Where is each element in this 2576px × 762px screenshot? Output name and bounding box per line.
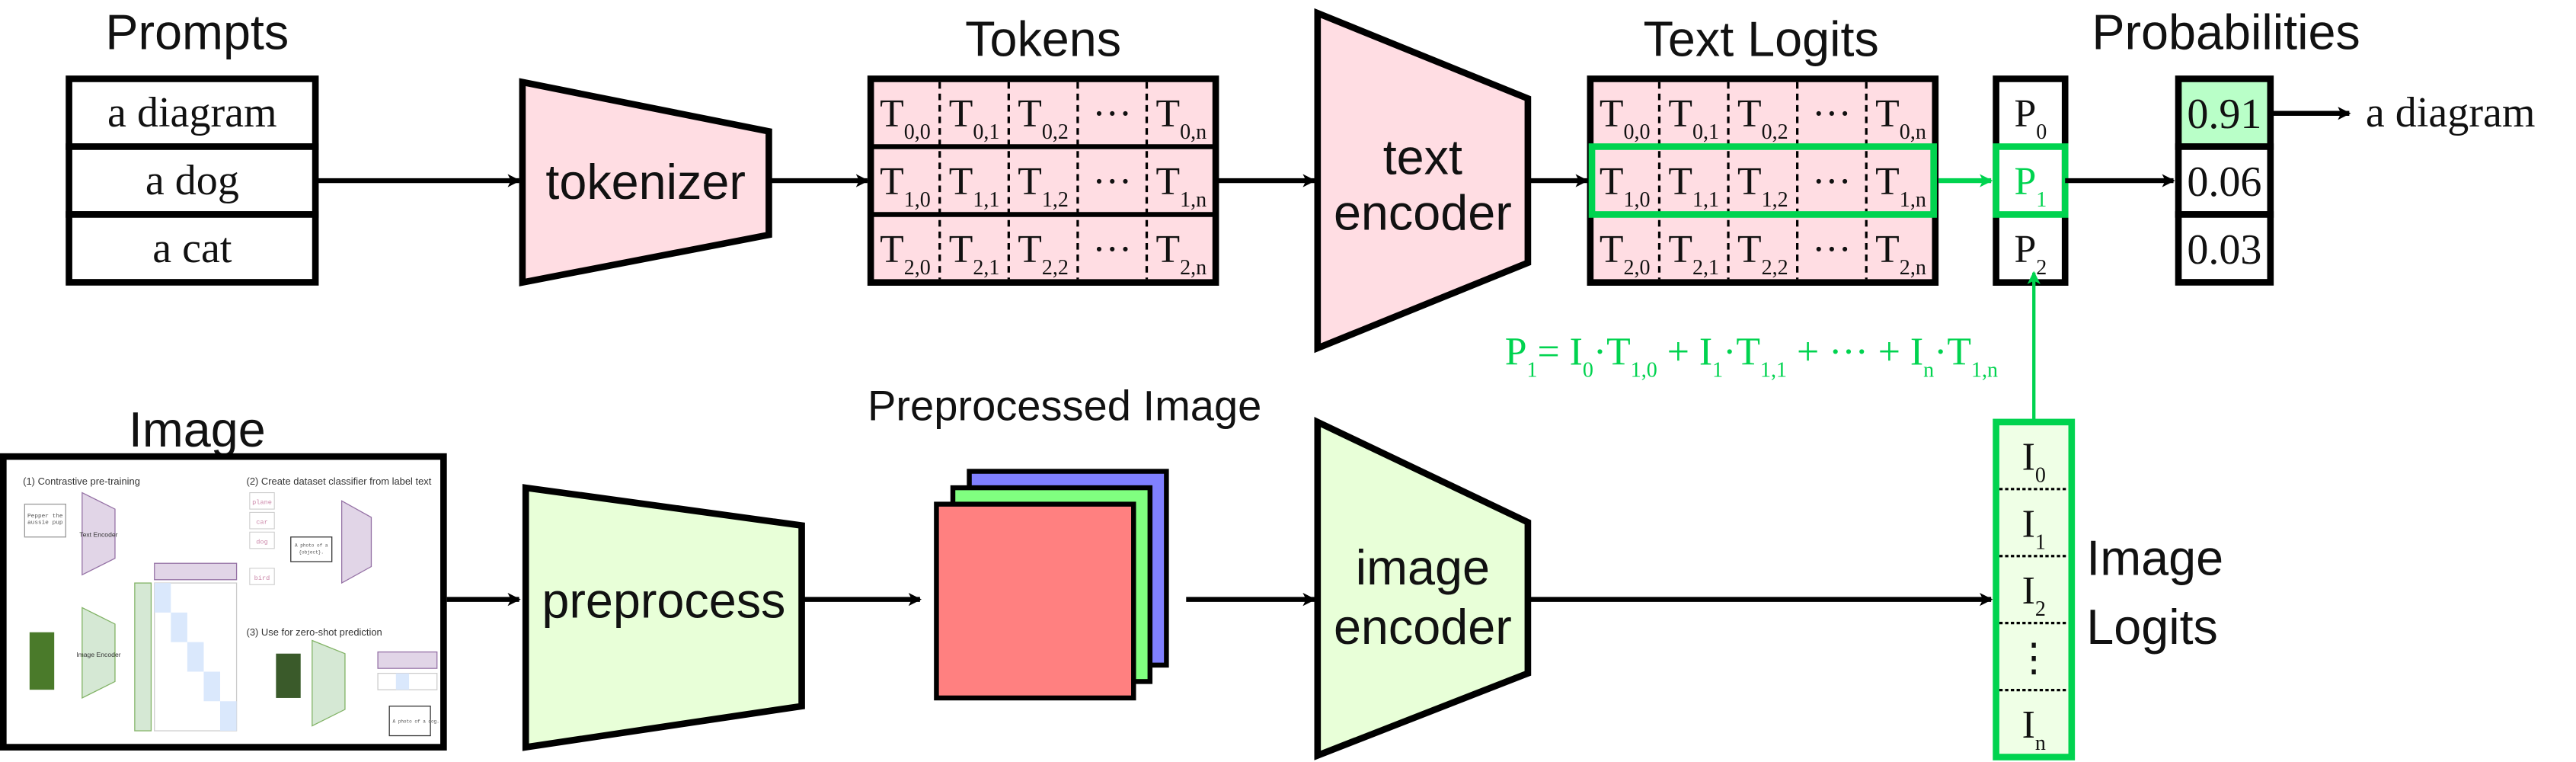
token-cell: T2,0 <box>880 228 931 279</box>
token-cell: T1,0 <box>880 160 931 211</box>
image-logit-cell: In <box>2022 703 2046 754</box>
token-cell: T1,1 <box>1668 160 1719 211</box>
preprocess-label: preprocess <box>542 572 785 628</box>
token-cell: T0,n <box>1875 92 1926 143</box>
token-cell: ··· <box>1092 228 1132 271</box>
image-logit-cell: I1 <box>2022 502 2046 553</box>
token-cell: T2,2 <box>1018 228 1069 279</box>
text-logits-title: Text Logits <box>1644 11 1879 66</box>
embedded-step3: (3) Use for zero-shot prediction <box>247 626 382 638</box>
text-logits-grid: T0,0 T0,1 T0,2 ··· T0,nT1,0 T1,1 T1,2 ··· T1,nT2… <box>1587 75 1939 286</box>
embedded-caption-box: Pepper the aussie pup <box>27 513 63 527</box>
token-cell: T0,2 <box>1018 92 1069 143</box>
probability-cell <box>2175 143 2274 218</box>
token-cell: T2,n <box>1155 228 1207 279</box>
probability-cell <box>2175 211 2274 286</box>
text-encoder-label-line1: text <box>1383 129 1462 184</box>
token-cell: T1,2 <box>1737 160 1788 211</box>
p-cell: P0 <box>2015 92 2047 143</box>
image-title: Image <box>129 402 266 457</box>
token-cell: T2,n <box>1875 228 1926 279</box>
image-encoder-label-line1: image <box>1356 539 1490 595</box>
image-logit-cell: ⋮ <box>2014 636 2053 680</box>
prompt-text: a dog <box>145 157 239 204</box>
embedded-template: A photo of a {object}. <box>294 543 328 555</box>
text-encoder-block <box>1314 8 1532 354</box>
embedded-step1: (1) Contrastive pre-training <box>23 475 140 487</box>
token-cell: T0,1 <box>1668 92 1719 143</box>
preprocessed-image-title: Preprocessed Image <box>868 382 1261 430</box>
red-channel <box>934 501 1136 701</box>
token-cell: T2,2 <box>1737 228 1788 279</box>
prompts-list: a diagram a dog a cat <box>66 75 319 286</box>
embedded-label: car <box>256 519 268 527</box>
embedded-result: A photo of a dog. <box>392 719 439 724</box>
probabilities-column: 0.91 0.06 0.03 <box>2175 75 2274 286</box>
tokenizer-block <box>519 78 772 287</box>
embedded-label: bird <box>254 575 270 582</box>
token-cell: T2,1 <box>949 228 1000 279</box>
token-cell: T0,1 <box>949 92 1000 143</box>
image-encoder-label-line2: encoder <box>1334 599 1512 655</box>
token-cell: T2,1 <box>1668 228 1719 279</box>
token-cell: ··· <box>1812 92 1852 136</box>
image-encoder-block <box>1314 417 1532 760</box>
token-cell: T2,0 <box>1600 228 1651 279</box>
embedded-caption: Pepper the aussie pup <box>27 513 63 527</box>
token-cell: T0,0 <box>1600 92 1651 143</box>
tokens-title: Tokens <box>965 11 1121 66</box>
highlighted-row <box>1588 143 1937 218</box>
p-cell: P1 <box>2015 160 2047 211</box>
token-cell: T0,n <box>1155 92 1207 143</box>
token-cell: ··· <box>1092 92 1132 136</box>
prompt-cell <box>66 211 319 286</box>
embedded-step2: (2) Create dataset classifier from label… <box>247 475 432 487</box>
preprocess-block <box>522 484 805 751</box>
token-cell: T1,0 <box>1600 160 1651 211</box>
token-cell: ··· <box>1092 160 1132 203</box>
probability-value: 0.06 <box>2187 158 2261 206</box>
embedded-text-encoder: Text Encoder <box>79 531 117 539</box>
probabilities-title: Probabilities <box>2092 5 2360 60</box>
input-image: (1) Contrastive pre-training (2) Create … <box>0 453 447 751</box>
embedded-label: dog <box>256 538 268 546</box>
embedded-label: plane <box>252 499 272 507</box>
image-logits-title-line1: Image <box>2086 530 2223 585</box>
token-cell: T0,0 <box>880 92 931 143</box>
token-cell: T1,2 <box>1018 160 1069 211</box>
token-cell: T1,n <box>1875 160 1926 211</box>
token-cell: T1,n <box>1155 160 1207 211</box>
embedded-template-box: A photo of a {object}. <box>294 543 328 555</box>
token-cell: T0,2 <box>1737 92 1788 143</box>
embedded-image-encoder: Image Encoder <box>76 651 121 658</box>
image-logits-title-line2: Logits <box>2086 599 2218 655</box>
tokens-grid: T0,0 T0,1 T0,2 ··· T0,nT1,0 T1,1 T1,2 ··· T1,nT2… <box>867 75 1219 286</box>
token-cell: ··· <box>1812 228 1852 271</box>
text-encoder-label-line2: encoder <box>1334 185 1512 241</box>
tokenizer-label: tokenizer <box>545 154 746 210</box>
image-logit-cell: I2 <box>2022 569 2046 620</box>
prompt-text: a diagram <box>107 89 277 136</box>
dot-product-formula: P1= I0·T1,0 + I1·T1,1 + ··· + In·T1,n <box>1505 330 1998 381</box>
probability-value: 0.91 <box>2187 91 2261 138</box>
token-cell: ··· <box>1812 160 1852 203</box>
prompt-text: a cat <box>152 225 232 272</box>
image-logit-cell: I0 <box>2022 435 2046 486</box>
token-cell: T1,1 <box>949 160 1000 211</box>
probability-value: 0.03 <box>2187 226 2261 274</box>
prediction-label: a diagram <box>2366 89 2536 136</box>
prompts-title: Prompts <box>105 5 289 60</box>
